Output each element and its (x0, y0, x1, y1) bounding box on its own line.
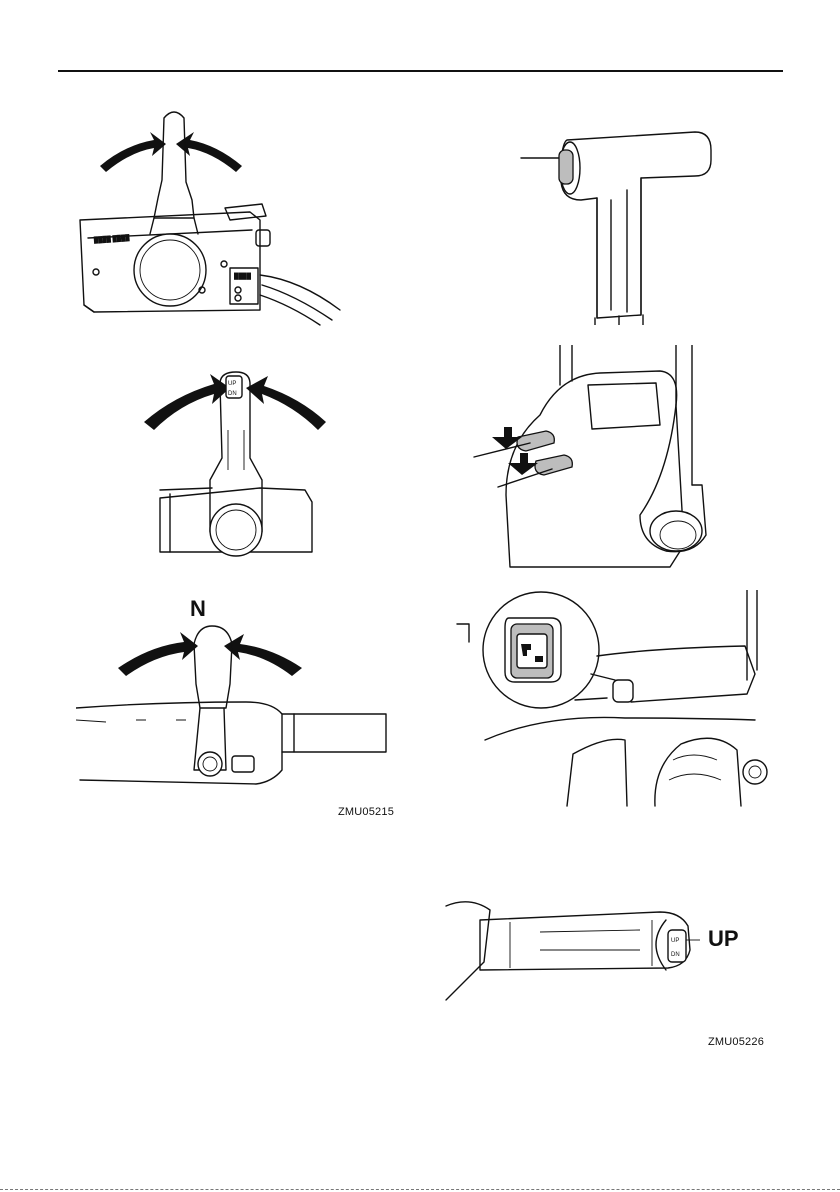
up-label: UP (708, 926, 739, 952)
figure-code-left: ZMU05215 (338, 806, 394, 818)
header-rule (58, 70, 783, 72)
switch-dn-label: DN (228, 391, 237, 397)
figure-top-mount-remote-control: UP DN (140, 370, 340, 565)
figure-cowling-trim-switch (455, 590, 775, 810)
figure-t-handle-grip (515, 120, 715, 325)
grip-switch-dn: DN (671, 952, 680, 958)
figure-side-mount-remote-control: ████ ████ ████ (70, 100, 370, 330)
neutral-label: N (190, 596, 206, 622)
grip-switch-up: UP (671, 938, 679, 944)
figure-tiller-up-dn-switch: UP DN (440, 890, 700, 1010)
switch-up-label: UP (228, 381, 236, 387)
footer-rule (0, 1189, 840, 1190)
figure-code-right: ZMU05226 (708, 1036, 764, 1048)
svg-text:████ ████: ████ ████ (94, 233, 131, 244)
svg-text:████: ████ (234, 272, 252, 280)
figure-binnacle-control-buttons (470, 345, 750, 575)
